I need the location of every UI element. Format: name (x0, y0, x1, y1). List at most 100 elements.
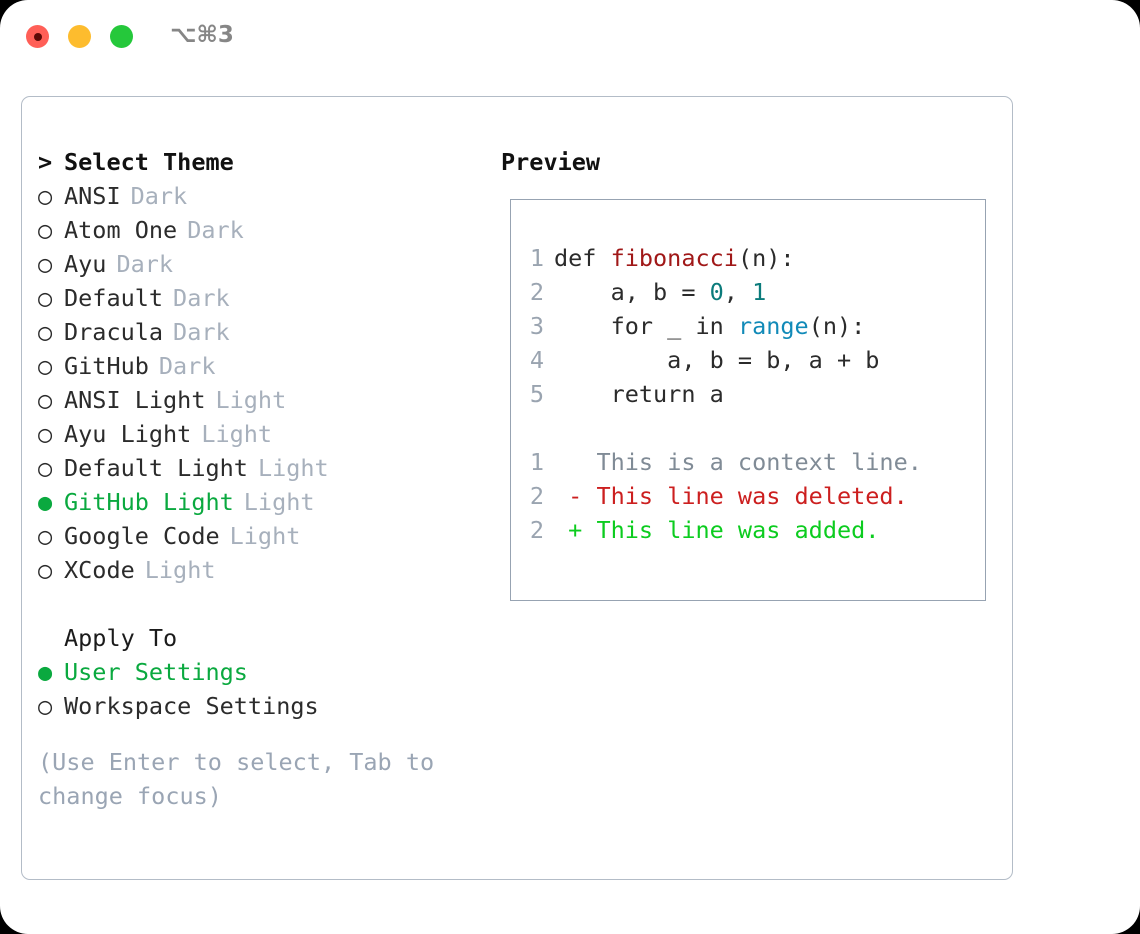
code-token: for _ in (554, 312, 738, 340)
keyboard-shortcut-label: ⌥⌘3 (170, 22, 234, 48)
apply-to-item[interactable]: ○Workspace Settings (38, 689, 498, 723)
radio-unselected-icon[interactable]: ○ (38, 522, 53, 550)
code-token: a, b = b, a + b (554, 346, 880, 374)
diff-text: This line was added. (596, 516, 880, 544)
theme-list-item[interactable]: ○ Default Light Light (38, 451, 498, 485)
code-token: def (554, 244, 611, 272)
theme-list-item[interactable]: ○ Ayu Light Light (38, 417, 498, 451)
list-spacer (38, 587, 498, 621)
theme-variant-badge: Dark (187, 216, 244, 244)
diff-line-number: 2 (529, 516, 544, 544)
radio-unselected-icon[interactable]: ○ (38, 352, 53, 380)
maximize-button[interactable] (110, 25, 133, 48)
minimize-button[interactable] (68, 25, 91, 48)
code-token: range (737, 312, 809, 340)
prompt-marker-icon: > (38, 148, 53, 176)
code-token: , (723, 278, 753, 306)
code-token: 0 (709, 278, 724, 306)
theme-picker-header: > Select Theme (38, 145, 498, 179)
code-diff-separator (522, 411, 981, 445)
theme-list-item[interactable]: ○ Dracula Dark (38, 315, 498, 349)
code-line: 5 return a (522, 377, 981, 411)
radio-unselected-icon[interactable]: ○ (38, 250, 53, 278)
window-controls (26, 25, 133, 48)
code-line-number: 5 (529, 380, 544, 408)
diff-line-number: 1 (529, 448, 544, 476)
theme-name: Default (64, 284, 164, 312)
theme-name: GitHub Light (64, 488, 234, 516)
radio-unselected-icon[interactable]: ○ (38, 420, 53, 448)
theme-list-item[interactable]: ○ XCode Light (38, 553, 498, 587)
code-line-number: 1 (529, 244, 544, 272)
radio-unselected-icon[interactable]: ○ (38, 556, 53, 584)
diff-marker: + (554, 516, 597, 544)
radio-unselected-icon[interactable]: ○ (38, 386, 53, 414)
theme-variant-badge: Light (201, 420, 273, 448)
close-button[interactable] (26, 25, 49, 48)
theme-name: ANSI Light (64, 386, 206, 414)
radio-selected-icon[interactable]: ● (38, 488, 53, 516)
code-line: 4 a, b = b, a + b (522, 343, 981, 377)
diff-block: 1 This is a context line. 2 - This line w… (522, 445, 981, 547)
diff-text: This line was deleted. (596, 482, 908, 510)
code-line-number: 3 (529, 312, 544, 340)
theme-variant-badge: Light (144, 556, 216, 584)
theme-name: Ayu Light (64, 420, 192, 448)
theme-name: Default Light (64, 454, 248, 482)
radio-unselected-icon[interactable]: ○ (38, 216, 53, 244)
theme-list-item[interactable]: ● GitHub Light Light (38, 485, 498, 519)
diff-line: 1 This is a context line. (522, 445, 981, 479)
close-icon (33, 32, 42, 41)
theme-name: Atom One (64, 216, 178, 244)
theme-variant-badge: Light (215, 386, 287, 414)
code-token: (n): (737, 244, 795, 272)
apply-to-item[interactable]: ● User Settings (38, 655, 498, 689)
radio-unselected-icon[interactable]: ○ (38, 182, 53, 210)
radio-unselected-icon[interactable]: ○ (38, 318, 53, 346)
theme-list-item[interactable]: ○ ANSI Dark (38, 179, 498, 213)
theme-variant-badge: Dark (173, 318, 230, 346)
theme-list-item[interactable]: ○ Default Dark (38, 281, 498, 315)
theme-name: Ayu (64, 250, 107, 278)
radio-unselected-icon[interactable]: ○ (38, 284, 53, 312)
diff-marker (554, 448, 596, 476)
theme-name: Dracula (64, 318, 164, 346)
code-token: return a (554, 380, 724, 408)
theme-list-item[interactable]: ○ Ayu Dark (38, 247, 498, 281)
apply-to-list: ● User Settings ○Workspace Settings (38, 655, 498, 723)
hint-spacer (38, 723, 498, 745)
apply-to-title: Apply To (64, 624, 178, 652)
code-token: 1 (752, 278, 767, 306)
radio-selected-icon[interactable]: ● (38, 658, 53, 686)
theme-variant-badge: Light (257, 454, 329, 482)
diff-marker: - (554, 482, 597, 510)
apply-to-label: User Settings (64, 658, 248, 686)
code-token: a, b = (554, 278, 710, 306)
theme-list-item[interactable]: ○ ANSI Light Light (38, 383, 498, 417)
theme-variant-badge: Light (229, 522, 301, 550)
theme-list-item[interactable]: ○ Atom One Dark (38, 213, 498, 247)
diff-line: 2 + This line was added. (522, 513, 981, 547)
code-line: 3 for _ in range(n): (522, 309, 981, 343)
radio-unselected-icon[interactable]: ○ (38, 454, 53, 482)
theme-name: XCode (64, 556, 135, 584)
diff-line-number: 2 (529, 482, 544, 510)
theme-variant-badge: Dark (116, 250, 174, 278)
radio-unselected-icon[interactable]: ○ (38, 692, 53, 720)
code-line-number: 4 (529, 346, 544, 374)
theme-name: ANSI (64, 182, 121, 210)
theme-variant-badge: Dark (158, 352, 216, 380)
theme-variant-badge: Dark (173, 284, 230, 312)
keyboard-hint: (Use Enter to select, Tab to change focu… (38, 748, 435, 810)
theme-variant-badge: Dark (130, 182, 188, 210)
theme-variant-badge: Light (243, 488, 315, 516)
